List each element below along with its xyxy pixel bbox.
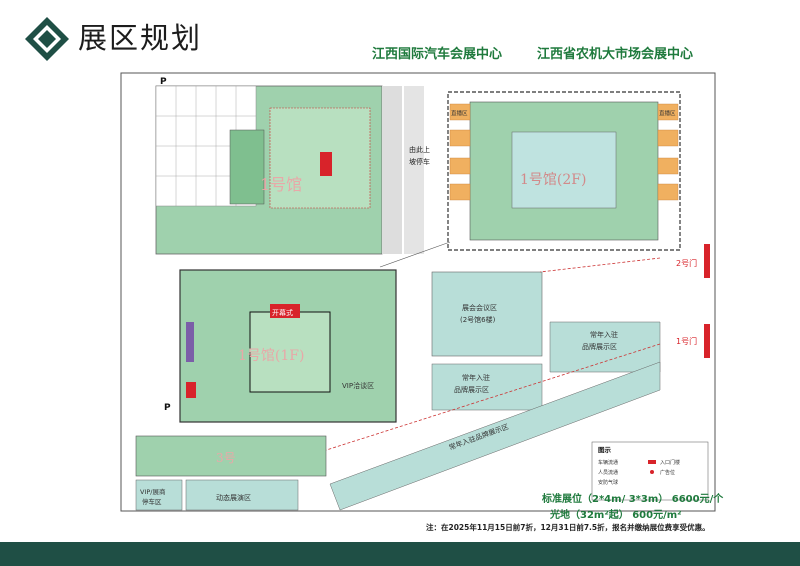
vip-parking-area [135,479,183,511]
perm-brand-strip [329,361,661,511]
svg-text:直播区: 直播区 [659,109,676,117]
discount-note: 注：在2025年11月15日前7折，12月31日前7.5折，报名并缴纳展位费享受… [426,523,710,532]
svg-text:常年入驻: 常年入驻 [462,373,490,382]
map-legend [591,441,709,501]
east-parking-label-1: 由此上 [409,145,430,154]
east-slope-road [404,86,424,254]
gate-2-label: 2号门 [676,258,697,268]
svg-text:停车区: 停车区 [142,497,162,506]
raw-space-price: 光地（32m²起） 600元/m² [550,510,682,521]
diamond-logo-icon [25,17,69,61]
hall-3-area [135,435,327,477]
gate-1-label: 1号门 [676,336,697,346]
footer-band [0,542,800,566]
parking-sign-bottom: P [164,403,171,413]
svg-text:车辆流通: 车辆流通 [598,459,618,466]
svg-text:入口门楼: 入口门楼 [660,459,680,466]
exhibition-site-map: 1号馆 P 由此上 坡停车 1号馆(2F) 直播区 直播区 开幕式 1号馆(1F… [120,72,716,512]
gate-1-marker [704,324,710,358]
gate-2-marker [704,244,710,278]
direct-area-label: 直播区 [451,109,468,117]
hall-1f-label: 1号馆(1F) [238,348,304,364]
dynamic-area [185,479,299,511]
venue-name-1: 江西国际汽车会展中心 [372,47,503,62]
opening-ceremony-label: 开幕式 [272,308,293,317]
svg-text:安防气球: 安防气球 [598,479,618,486]
svg-text:展会会议区: 展会会议区 [462,303,497,312]
svg-text:品牌展示区: 品牌展示区 [454,385,489,394]
page-title: 展区规划 [78,21,203,55]
conference-area [431,271,543,357]
svg-text:品牌展示区: 品牌展示区 [582,342,617,351]
svg-text:广告位: 广告位 [660,469,675,476]
hall-1-label: 1号馆 [260,175,302,194]
parking-sign-top: P [160,77,167,87]
svg-text:动态展演区: 动态展演区 [216,493,251,502]
svg-text:图示: 图示 [598,445,612,454]
venue-name-2: 江西省农机大市场会展中心 [537,47,694,62]
hall-1-2f-label: 1号馆(2F) [520,172,586,188]
vip-area-label: VIP洽谈区 [342,381,374,390]
svg-text:(2号馆6楼): (2号馆6楼) [460,315,496,324]
svg-text:人员流通: 人员流通 [598,469,618,476]
svg-text:3号: 3号 [216,451,236,465]
svg-text:常年入驻: 常年入驻 [590,330,618,339]
standard-booth-price: 标准展位（2*4m/ 3*3m） 6600元/个 [542,494,724,505]
east-parking-label-2: 坡停车 [409,157,430,166]
svg-text:VIP/展商: VIP/展商 [140,487,166,496]
